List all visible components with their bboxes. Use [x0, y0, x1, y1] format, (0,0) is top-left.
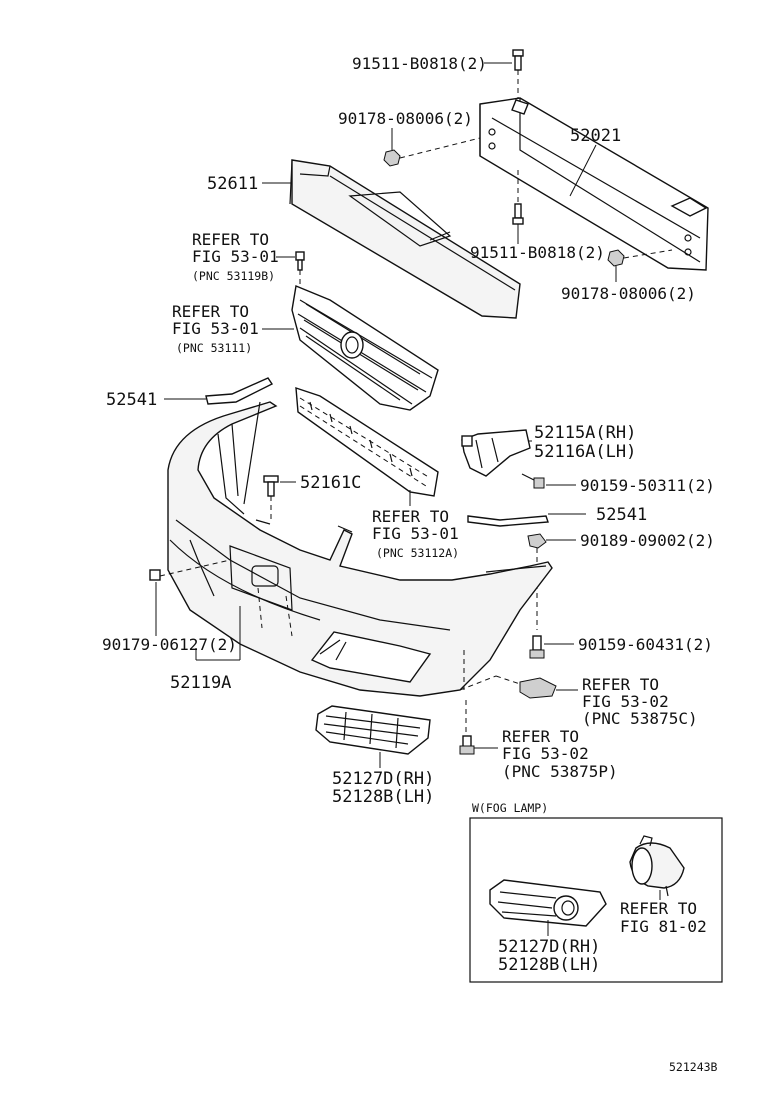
label-bracket-lh: 52116A(LH) — [534, 442, 636, 462]
label-nut-left: 90179-06127(2) — [102, 635, 237, 654]
inset-title: W(FOG LAMP) — [472, 801, 548, 815]
inset-cover-lh: 52128B(LH) — [498, 955, 600, 975]
label-bolt-mid: 91511-B0818(2) — [470, 243, 605, 262]
nut-mid[interactable] — [607, 249, 673, 267]
bumper-side-bracket[interactable] — [461, 429, 531, 477]
refer-1-pnc: (PNC 53119B) — [192, 269, 275, 283]
figure-code: 521243B — [669, 1060, 718, 1074]
molding-right[interactable] — [467, 515, 549, 527]
label-molding-right: 52541 — [596, 505, 647, 525]
refer-5-line2: FIG 53-02 — [502, 744, 589, 763]
inset-refer-line1: REFER TO — [620, 899, 697, 918]
inset-frame — [469, 817, 723, 983]
nut-left[interactable] — [149, 559, 231, 581]
refer-2-line1: REFER TO — [172, 302, 249, 321]
label-clip-right: 90189-09002(2) — [580, 531, 715, 550]
refer-5-line1: REFER TO — [502, 727, 579, 746]
label-cover-rh: 52127D(RH) — [332, 769, 434, 789]
label-reinforcement: 52021 — [570, 126, 621, 146]
inset-fog-cover[interactable] — [489, 879, 607, 927]
refer-4-line2: FIG 53-02 — [582, 692, 669, 711]
label-clip-center: 52161C — [300, 473, 361, 493]
label-screw-lower: 90159-60431(2) — [578, 635, 713, 654]
refer-3-line2: FIG 53-01 — [372, 524, 459, 543]
screw-lower[interactable] — [529, 635, 545, 659]
lower-grille[interactable] — [295, 387, 439, 497]
refer-1-line1: REFER TO — [192, 230, 269, 249]
refer-2-line2: FIG 53-01 — [172, 319, 259, 338]
refer-2-pnc: (PNC 53111) — [176, 341, 252, 355]
upper-grille[interactable] — [291, 285, 439, 411]
clip-right[interactable] — [527, 533, 547, 630]
clip-center[interactable] — [263, 475, 279, 520]
label-nut-mid: 90178-08006(2) — [561, 284, 696, 303]
bolt-top[interactable] — [512, 49, 524, 104]
clip-53119b[interactable] — [295, 251, 305, 290]
clip-53875c[interactable] — [495, 675, 557, 699]
label-bumper-cover: 52119A — [170, 673, 231, 693]
label-bolt-top: 91511-B0818(2) — [352, 54, 487, 73]
leader-reinforcement — [569, 144, 597, 197]
refer-5-pnc: (PNC 53875P) — [502, 762, 618, 781]
energy-absorber[interactable] — [289, 159, 521, 319]
label-molding-left: 52541 — [106, 390, 157, 410]
refer-1-line2: FIG 53-01 — [192, 247, 279, 266]
fog-lamp-cover[interactable] — [315, 705, 431, 755]
inset-refer-line2: FIG 81-02 — [620, 917, 707, 936]
fog-lamp[interactable] — [629, 835, 685, 897]
label-bracket-rh: 52115A(RH) — [534, 423, 636, 443]
nut-top[interactable] — [383, 137, 481, 167]
bumper-reinforcement[interactable] — [479, 97, 709, 271]
refer-4-line1: REFER TO — [582, 675, 659, 694]
screw-bracket[interactable] — [521, 473, 545, 489]
label-nut-top: 90178-08006(2) — [338, 109, 473, 128]
refer-4-pnc: (PNC 53875C) — [582, 709, 698, 728]
label-cover-lh: 52128B(LH) — [332, 787, 434, 807]
molding-left[interactable] — [205, 377, 274, 405]
fog-lamp-inset: W(FOG LAMP) 52127D(RH) 52128B(LH) REFER … — [469, 801, 723, 983]
screw-53875p[interactable] — [459, 700, 475, 755]
front-bumper-cover[interactable] — [167, 401, 553, 697]
refer-3-pnc: (PNC 53112A) — [376, 546, 459, 560]
label-absorber: 52611 — [207, 174, 258, 194]
inset-cover-rh: 52127D(RH) — [498, 937, 600, 957]
label-screw-bracket: 90159-50311(2) — [580, 476, 715, 495]
refer-3-line1: REFER TO — [372, 507, 449, 526]
